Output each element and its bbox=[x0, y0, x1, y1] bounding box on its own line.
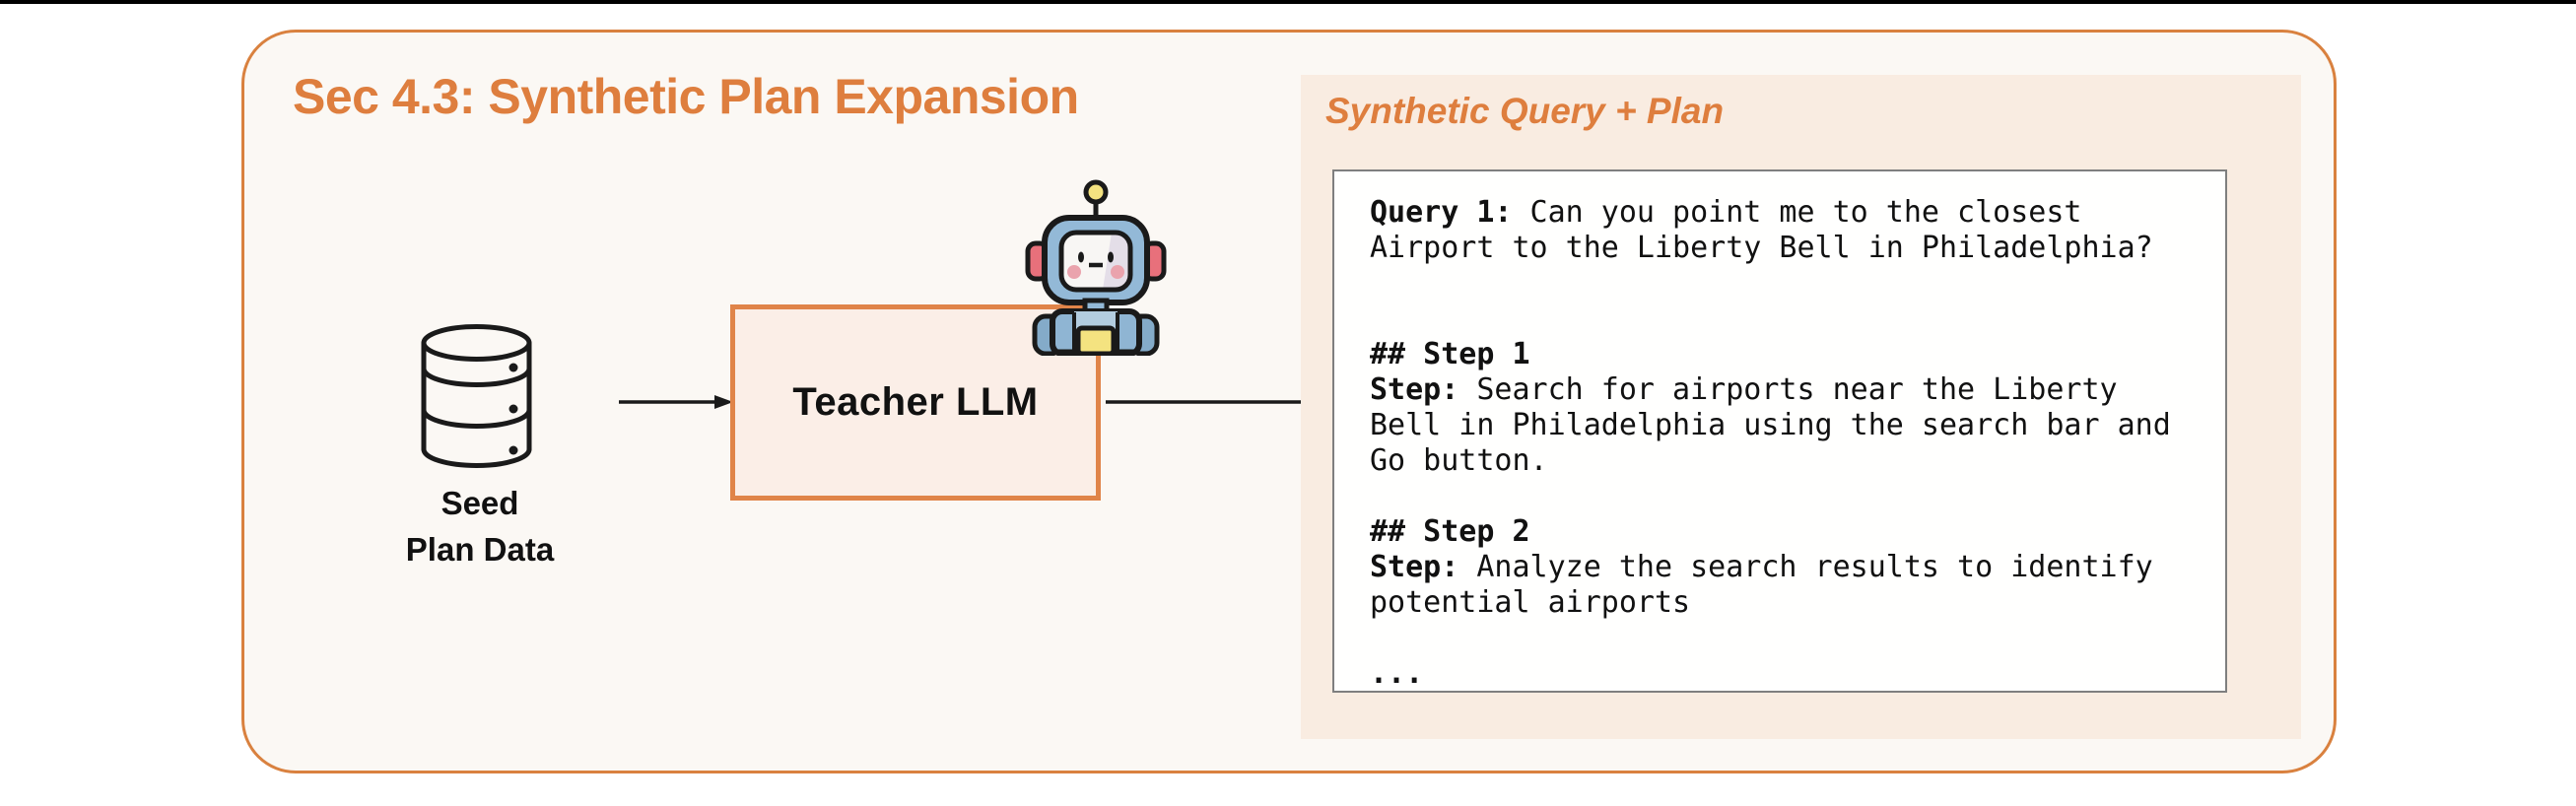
code-line: Bell in Philadelphia using the search ba… bbox=[1370, 408, 2205, 443]
code-line-bold: Step: bbox=[1370, 550, 1459, 584]
section-title: Sec 4.3: Synthetic Plan Expansion bbox=[293, 69, 1079, 124]
code-line-bold: ... bbox=[1370, 656, 1424, 691]
code-line-text: Go button. bbox=[1370, 443, 1548, 478]
synthetic-query-plan-title: Synthetic Query + Plan bbox=[1325, 91, 1725, 131]
code-line: Go button. bbox=[1370, 443, 2205, 479]
query-plan-code-block: Query 1: Can you point me to the closest… bbox=[1332, 169, 2227, 693]
robot-icon bbox=[1025, 179, 1167, 356]
seed-plan-data-label: Seed Plan Data bbox=[347, 480, 613, 572]
code-line: ... bbox=[1370, 656, 2205, 691]
teacher-llm-label: Teacher LLM bbox=[792, 380, 1039, 424]
code-line: potential airports bbox=[1370, 585, 2205, 621]
code-line: Airport to the Liberty Bell in Philadelp… bbox=[1370, 231, 2205, 266]
database-icon bbox=[421, 324, 532, 468]
seed-label-line2: Plan Data bbox=[405, 531, 555, 568]
code-line-bold: ## Step 1 bbox=[1370, 337, 1530, 371]
code-line-text: Airport to the Liberty Bell in Philadelp… bbox=[1370, 231, 2153, 265]
code-line-text: Can you point me to the closest bbox=[1512, 195, 2082, 230]
code-line bbox=[1370, 266, 2205, 302]
flow-arrow-teacher-to-plan bbox=[1106, 395, 1326, 409]
code-line-bold: Step: bbox=[1370, 372, 1459, 407]
code-line bbox=[1370, 302, 2205, 337]
code-line-text: Analyze the search results to identify bbox=[1458, 550, 2153, 584]
code-line-text: Bell in Philadelphia using the search ba… bbox=[1370, 408, 2171, 442]
code-line-text: Search for airports near the Liberty bbox=[1458, 372, 2118, 407]
code-line: Step: Analyze the search results to iden… bbox=[1370, 550, 2205, 585]
code-line bbox=[1370, 479, 2205, 514]
code-line: ## Step 2 bbox=[1370, 514, 2205, 550]
code-line: Step: Search for airports near the Liber… bbox=[1370, 372, 2205, 408]
code-line: ## Step 1 bbox=[1370, 337, 2205, 372]
figure-top-rule bbox=[0, 0, 2576, 4]
code-line-bold: Query 1: bbox=[1370, 195, 1513, 230]
code-line-bold: ## Step 2 bbox=[1370, 514, 1530, 549]
seed-label-line1: Seed bbox=[441, 485, 519, 521]
code-line: Query 1: Can you point me to the closest bbox=[1370, 195, 2205, 231]
code-line bbox=[1370, 621, 2205, 656]
code-line-text: potential airports bbox=[1370, 585, 1691, 620]
flow-arrow-seed-to-teacher bbox=[619, 395, 733, 409]
